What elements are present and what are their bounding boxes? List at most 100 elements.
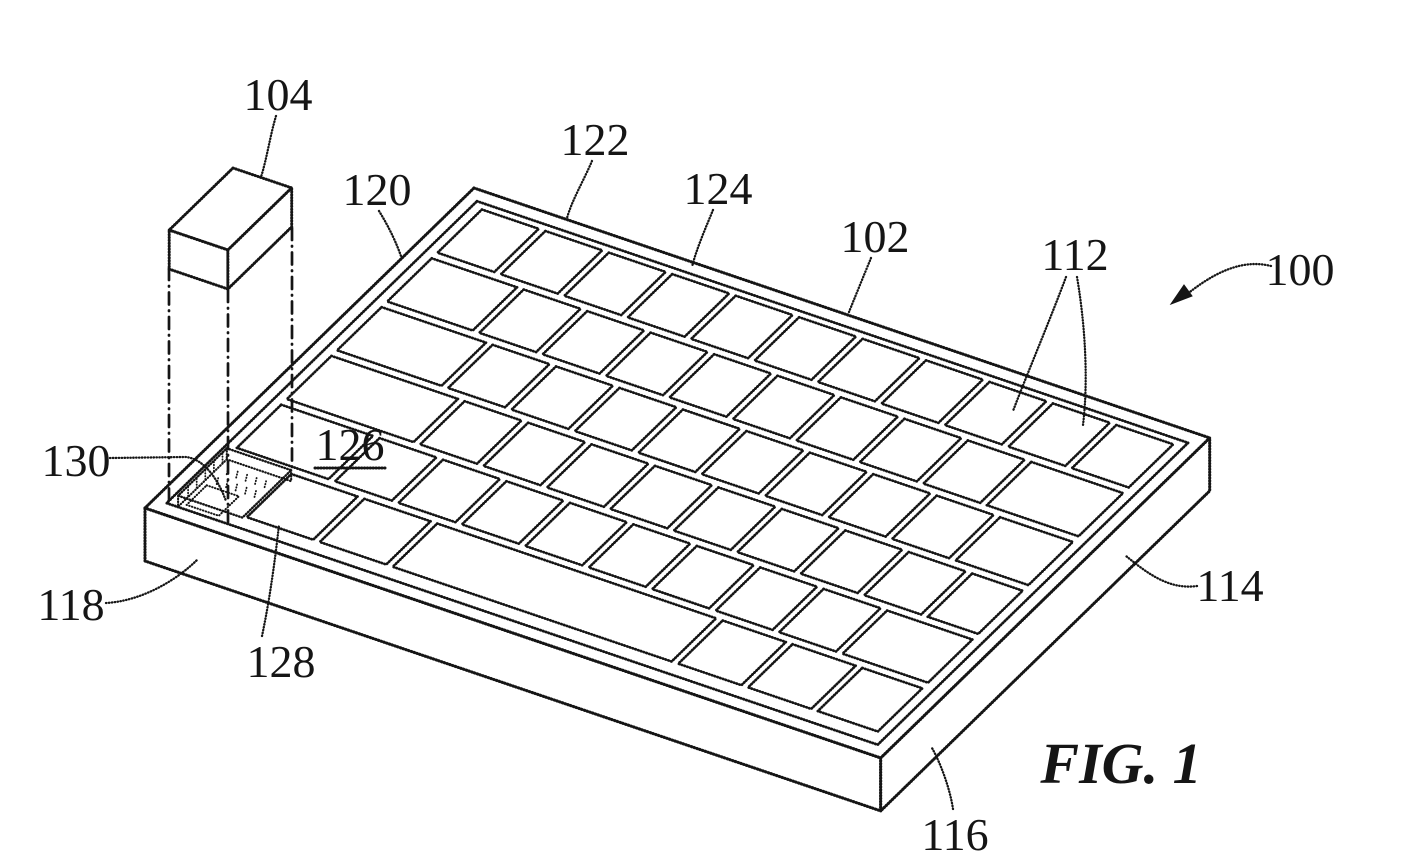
key bbox=[587, 522, 692, 589]
key bbox=[827, 472, 932, 538]
keycap-right-face bbox=[226, 186, 294, 291]
dome-switch-dots bbox=[254, 477, 258, 485]
key bbox=[689, 294, 794, 360]
rim-inner-edge bbox=[165, 199, 1190, 747]
keycap-104 bbox=[167, 166, 294, 291]
well-back-floor-edge bbox=[225, 458, 293, 483]
key bbox=[753, 315, 858, 382]
key bbox=[446, 343, 551, 409]
leader-line-130 bbox=[108, 455, 228, 503]
key bbox=[637, 408, 742, 474]
key bbox=[460, 479, 565, 546]
key bbox=[700, 429, 805, 495]
key bbox=[397, 458, 502, 524]
key-grid bbox=[235, 208, 1175, 733]
key bbox=[477, 288, 582, 354]
key bbox=[926, 572, 1024, 636]
key bbox=[858, 417, 963, 483]
leader-line-116 bbox=[930, 746, 955, 811]
leader-line-100 bbox=[1178, 262, 1273, 302]
key bbox=[862, 550, 967, 616]
key-well bbox=[176, 447, 293, 519]
key bbox=[604, 331, 709, 397]
phantom-lines bbox=[167, 226, 294, 526]
dome-switch-dots bbox=[253, 490, 257, 498]
leader-line-112 bbox=[1011, 275, 1068, 413]
key bbox=[816, 337, 921, 403]
ref-label-124: 124 bbox=[684, 163, 753, 214]
key bbox=[954, 515, 1075, 587]
ref-label-112: 112 bbox=[1041, 229, 1108, 280]
leader-line-128 bbox=[260, 523, 281, 638]
key bbox=[545, 442, 650, 509]
key bbox=[626, 272, 731, 339]
key bbox=[816, 666, 924, 733]
key bbox=[573, 386, 678, 452]
key bbox=[541, 309, 646, 375]
key bbox=[880, 358, 985, 425]
key bbox=[436, 208, 541, 274]
dome-switch-dots bbox=[234, 483, 238, 492]
key bbox=[746, 642, 858, 711]
key bbox=[510, 365, 615, 431]
dome-switch-dots bbox=[244, 486, 248, 495]
key bbox=[482, 421, 587, 487]
leader-line-120 bbox=[377, 209, 404, 261]
key bbox=[668, 352, 773, 419]
ref-label-126: 126 bbox=[316, 419, 385, 470]
key bbox=[841, 609, 974, 685]
ref-label-118: 118 bbox=[37, 579, 104, 630]
key bbox=[318, 497, 432, 566]
key bbox=[285, 354, 460, 444]
leader-line-102 bbox=[847, 256, 873, 314]
key bbox=[777, 587, 882, 653]
key bbox=[890, 494, 995, 560]
key bbox=[1070, 423, 1175, 489]
key bbox=[335, 305, 488, 388]
key bbox=[922, 439, 1026, 505]
key bbox=[736, 507, 840, 573]
key bbox=[235, 403, 375, 481]
key bbox=[672, 486, 777, 552]
ref-label-116: 116 bbox=[921, 809, 988, 860]
ref-label-100: 100 bbox=[1266, 244, 1335, 295]
ref-label-120: 120 bbox=[343, 164, 412, 215]
ref-label-fig-caption: FIG. 1 bbox=[1039, 731, 1201, 796]
leader-line-114 bbox=[1124, 554, 1199, 588]
well-left-floor-edge bbox=[177, 458, 228, 508]
leader-line-118 bbox=[104, 557, 200, 605]
leader-line-104 bbox=[259, 114, 278, 179]
ref-label-130: 130 bbox=[42, 435, 111, 486]
key bbox=[943, 380, 1048, 446]
leader-line-124 bbox=[690, 208, 715, 269]
dome-switch-dots bbox=[225, 480, 229, 489]
ref-label-102: 102 bbox=[841, 211, 910, 262]
key bbox=[985, 460, 1125, 538]
key bbox=[609, 464, 714, 530]
well-opening bbox=[176, 447, 293, 519]
key bbox=[524, 501, 629, 567]
dome-switch-dots bbox=[244, 473, 248, 482]
key bbox=[764, 451, 868, 517]
key bbox=[731, 374, 836, 440]
key bbox=[563, 251, 667, 317]
ref-label-104: 104 bbox=[244, 69, 313, 120]
leader-line-122 bbox=[565, 159, 594, 220]
key bbox=[714, 566, 819, 632]
spacebar-key bbox=[391, 522, 718, 663]
key bbox=[499, 229, 604, 295]
key bbox=[418, 399, 523, 466]
ref-label-128: 128 bbox=[247, 636, 316, 687]
ref-label-114: 114 bbox=[1196, 560, 1263, 611]
key bbox=[799, 529, 904, 595]
dome-switch-dots bbox=[263, 480, 267, 489]
leader-line-112 bbox=[1075, 275, 1087, 427]
key bbox=[650, 544, 755, 610]
key bbox=[795, 395, 900, 462]
key bbox=[676, 619, 788, 687]
arrowhead-100 bbox=[1169, 284, 1193, 306]
key bbox=[385, 256, 519, 332]
